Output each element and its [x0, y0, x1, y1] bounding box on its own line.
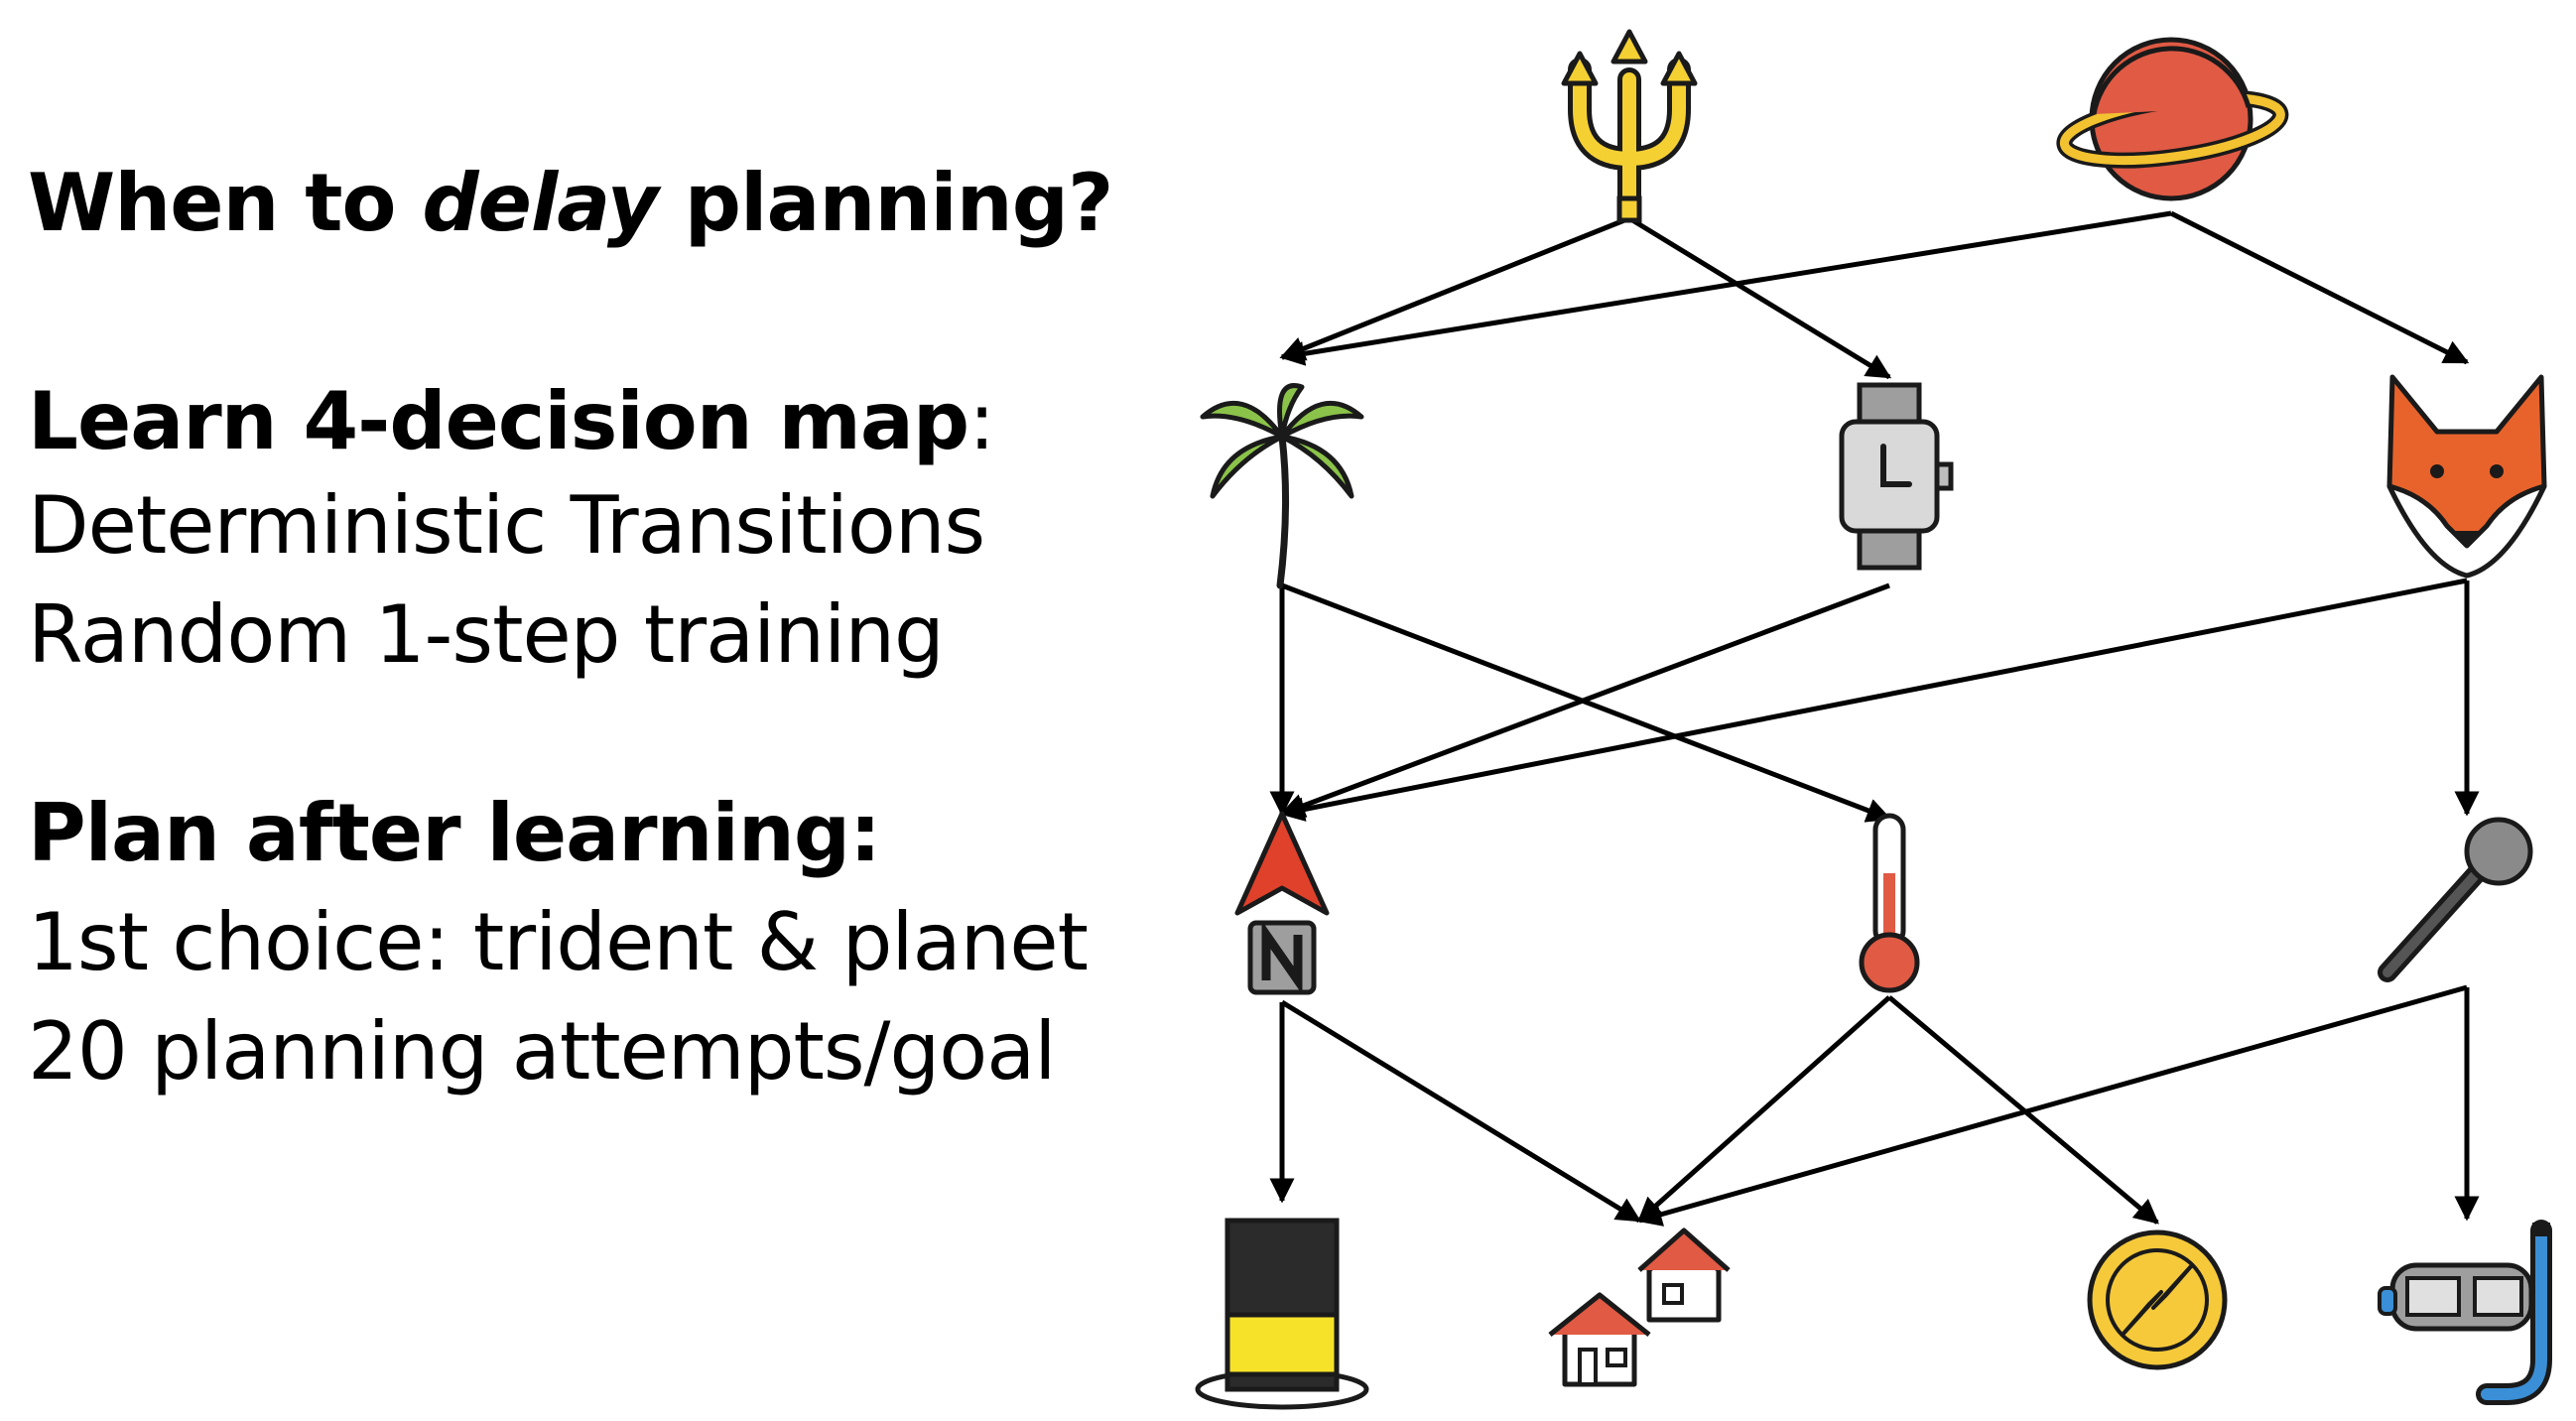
heading: When to delay planning? [28, 164, 1113, 243]
section1-line2: Random 1-step training [28, 588, 945, 681]
edge-layer [1269, 210, 2480, 1227]
edge-north-arrow-to-houses [1280, 999, 1642, 1224]
section1-line1: Deterministic Transitions [28, 479, 985, 572]
text-panel: When to delay planning? Learn 4-decision… [28, 0, 1159, 1421]
microphone-icon [2378, 817, 2533, 982]
heading-emphasis: delay [422, 157, 659, 249]
section1-title: Learn 4-decision map [28, 375, 969, 467]
section2-line1: 1st choice: trident & planet [28, 896, 1089, 988]
heading-part: When to [28, 157, 423, 249]
heading-part: planning? [657, 157, 1114, 249]
houses-icon [1548, 1227, 1731, 1387]
watch-icon [1839, 382, 1954, 571]
compass-icon [2087, 1229, 2228, 1370]
top-hat-icon [1195, 1218, 1369, 1410]
trident-icon [1561, 29, 1698, 223]
snorkel-mask-icon [2378, 1220, 2552, 1405]
section1-title-line: Learn 4-decision map: [28, 382, 995, 461]
north-arrow-icon [1234, 811, 1330, 995]
palm-tree-icon [1200, 383, 1364, 589]
edge-trident-to-palm-tree [1279, 215, 1630, 361]
edge-watch-to-north-arrow [1279, 582, 1890, 818]
edge-microphone-to-houses [1636, 984, 2468, 1227]
fox-icon [2386, 374, 2547, 579]
edge-fox-to-north-arrow [1279, 578, 2468, 822]
edge-trident-to-watch [1627, 215, 1892, 380]
planet-icon [2056, 37, 2289, 201]
section1-colon: : [968, 375, 995, 467]
thermometer-icon [1859, 813, 1920, 993]
section2-line2: 20 planning attempts/goal [28, 1005, 1056, 1098]
icon-layer [1195, 29, 2552, 1410]
edge-planet-to-palm-tree [1279, 210, 2172, 366]
edge-thermometer-to-houses [1637, 995, 1891, 1223]
edge-planet-to-fox [2169, 210, 2470, 365]
section2-title: Plan after learning: [28, 787, 881, 879]
